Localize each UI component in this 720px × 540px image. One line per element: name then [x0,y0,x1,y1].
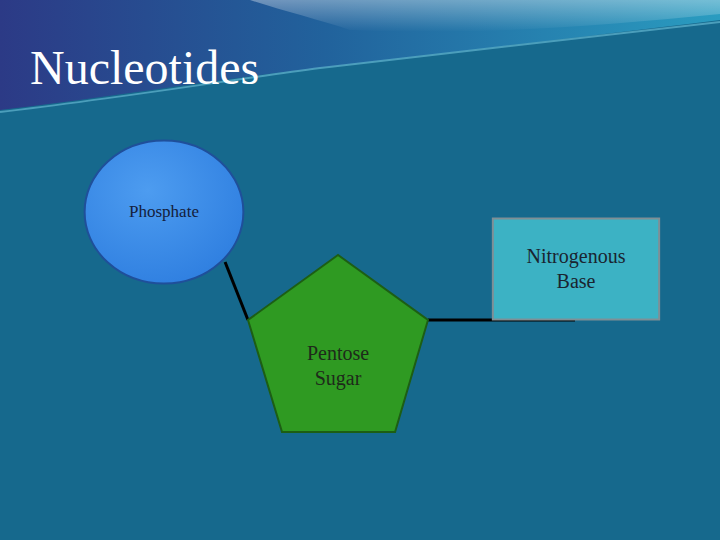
base-box-outline [492,218,660,320]
node-label: Pentose Sugar [293,341,383,391]
base-box: Nitrogenous Base [492,218,660,320]
header-band [0,0,720,110]
base-box-fill [493,219,659,320]
node-label: Phosphate [129,201,199,222]
connector-line [225,262,248,320]
node-label: Nitrogenous Base [511,244,641,294]
header-highlight [250,0,720,32]
phosphate-circle: Phosphate [83,139,245,285]
header-curve [0,22,720,112]
phosphate-circle-fill [85,140,244,283]
slide-title: Nucleotides [30,42,259,95]
sugar-pentagon: Pentose Sugar [248,255,428,432]
sugar-pentagon-fill [248,255,428,432]
